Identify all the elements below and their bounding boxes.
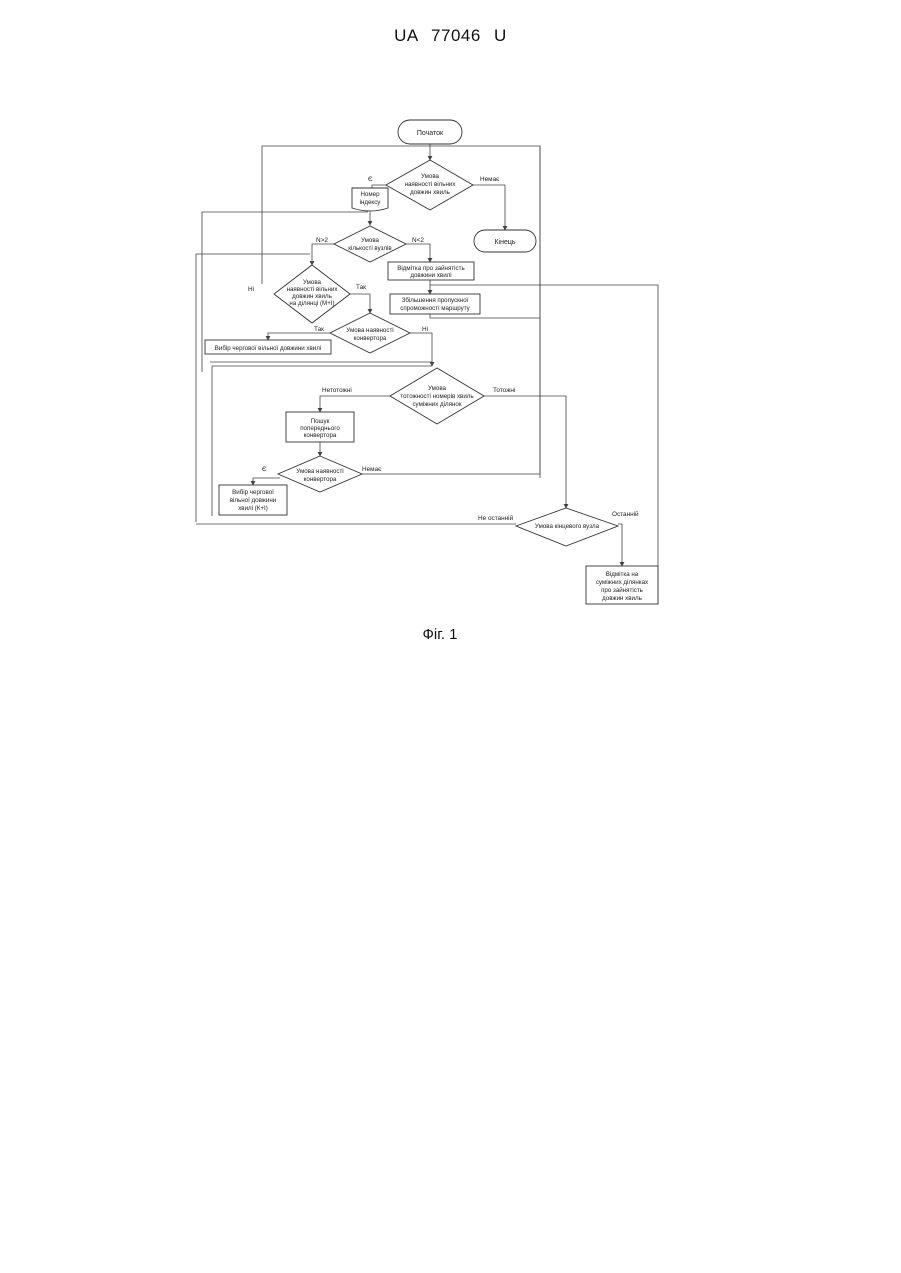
svg-text:Вибір чергової вільної довжини: Вибір чергової вільної довжини хвилі	[215, 345, 322, 352]
svg-text:Збільшення пропускної: Збільшення пропускної	[402, 297, 469, 304]
svg-text:спроможності маршруту: спроможності маршруту	[400, 305, 470, 312]
condition-converter-2: Умова наявності конвертора	[278, 456, 362, 492]
condition-node-count: Умова кількості вузлів	[334, 226, 406, 262]
mark-adjacent-sections: Відмітка на суміжних ділянках про зайнят…	[586, 566, 658, 604]
end-terminator: Кінець	[474, 230, 536, 252]
svg-text:конвертора: конвертора	[304, 432, 337, 439]
label-identical: Тотожні	[493, 386, 515, 394]
mark-wavelength-busy: Відмітка про зайнятість довжини хвилі	[388, 262, 474, 280]
increase-route-throughput: Збільшення пропускної спроможності маршр…	[390, 294, 480, 314]
svg-text:попереднього: попереднього	[300, 425, 340, 432]
svg-text:Умова наявності: Умова наявності	[296, 468, 343, 475]
label-exists-2: Є	[262, 466, 267, 473]
svg-text:Відмітка на: Відмітка на	[606, 571, 639, 578]
label-n-ge-2: N>2	[316, 237, 328, 244]
figure-caption: Фіг. 1	[0, 626, 880, 643]
svg-text:кількості вузлів: кількості вузлів	[348, 245, 392, 252]
label-n-lt-2: N<2	[412, 237, 424, 244]
condition-free-wavelengths: Умова наявності вільних довжин хвиль	[386, 160, 473, 210]
condition-converter: Умова наявності конвертора	[330, 313, 410, 353]
svg-text:індексу: індексу	[360, 199, 382, 206]
svg-text:довжини хвилі: довжини хвилі	[410, 272, 451, 279]
index-number-box: Номер індексу	[352, 188, 388, 211]
svg-text:Кінець: Кінець	[494, 238, 515, 246]
svg-text:Умова: Умова	[428, 385, 447, 392]
condition-end-node: Умова кінцевого вузла	[516, 508, 618, 546]
svg-text:Умова: Умова	[361, 237, 380, 244]
svg-text:Умова кінцевого вузла: Умова кінцевого вузла	[535, 523, 600, 530]
svg-text:Умова: Умова	[303, 279, 322, 286]
svg-text:Номер: Номер	[360, 191, 380, 198]
svg-text:наявності вільних: наявності вільних	[287, 286, 339, 293]
label-last: Останній	[612, 510, 639, 518]
label-none: Немає	[480, 176, 500, 183]
search-previous-converter: Пошук попереднього конвертора	[286, 412, 354, 442]
label-not-identical: Нетотожні	[322, 386, 352, 394]
svg-text:суміжних ділянок: суміжних ділянок	[412, 401, 461, 408]
svg-text:тотожності номерів хвиль: тотожності номерів хвиль	[400, 393, 473, 400]
svg-text:наявності вільних: наявності вільних	[405, 181, 457, 188]
label-exists: Є	[368, 176, 373, 183]
label-no: Ні	[248, 285, 254, 293]
svg-text:Умова наявності: Умова наявності	[346, 327, 393, 334]
svg-text:довжин хвиль: довжин хвиль	[292, 293, 332, 300]
svg-text:Відмітка про зайнятість: Відмітка про зайнятість	[397, 265, 464, 272]
select-next-free-wavelength-k: Вибір чергової вільної довжини хвилі (К+…	[219, 485, 287, 515]
svg-text:про зайнятість: про зайнятість	[601, 587, 643, 594]
label-absent: Немає	[362, 466, 382, 473]
label-not-last: Не останній	[478, 514, 514, 522]
label-yes-1: Так	[356, 284, 366, 291]
svg-text:Вибір чергової: Вибір чергової	[232, 489, 274, 496]
label-yes-2: Так	[314, 326, 324, 333]
svg-text:Початок: Початок	[417, 130, 444, 137]
svg-text:вільної довжини: вільної довжини	[230, 497, 277, 504]
svg-text:хвилі (К+І): хвилі (К+І)	[238, 505, 268, 512]
svg-text:довжин хвиль: довжин хвиль	[602, 595, 642, 602]
svg-text:конвертора: конвертора	[354, 335, 387, 342]
svg-text:Пошук: Пошук	[311, 418, 330, 425]
svg-text:довжин хвиль: довжин хвиль	[410, 189, 450, 196]
svg-text:Умова: Умова	[421, 173, 440, 180]
start-terminator: Початок	[398, 120, 462, 144]
select-next-free-wavelength: Вибір чергової вільної довжини хвилі	[205, 340, 331, 354]
svg-text:на ділянці (М+І): на ділянці (М+І)	[289, 300, 334, 307]
svg-text:конвертора: конвертора	[304, 476, 337, 483]
svg-text:суміжних ділянках: суміжних ділянках	[596, 579, 649, 586]
condition-wavelength-identity: Умова тотожності номерів хвиль суміжних …	[390, 368, 484, 424]
label-no-2: Ні	[422, 325, 428, 333]
condition-free-on-section: Умова наявності вільних довжин хвиль на …	[274, 265, 350, 323]
